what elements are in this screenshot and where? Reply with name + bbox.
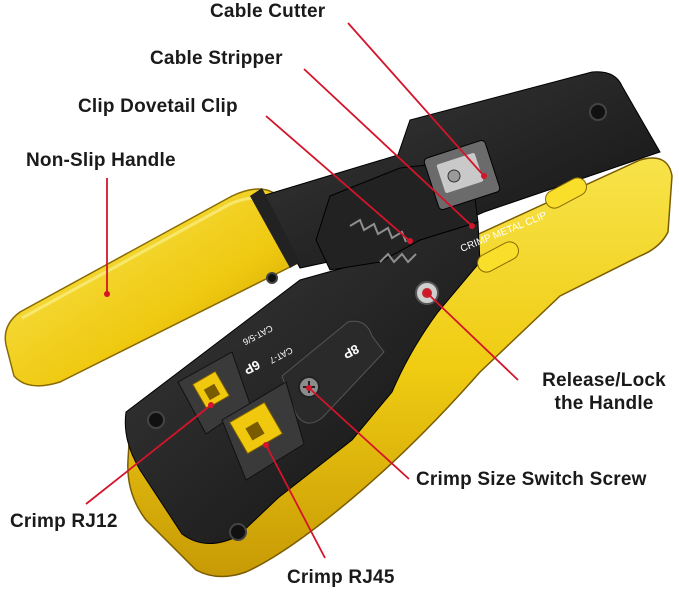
leader-release-lock [426,292,519,381]
leader-dot-release-lock [424,290,430,296]
leader-cable-stripper [303,68,473,227]
leader-dot-crimp-rj45 [263,442,269,448]
leader-dot-crimp-switch-screw [306,385,312,391]
callout-leaders [85,22,519,559]
label-crimp-rj12: Crimp RJ12 [10,511,118,532]
leader-dot-cable-cutter [481,173,487,179]
leader-dot-clip-dovetail [407,238,413,244]
label-non-slip-handle: Non-Slip Handle [26,150,176,171]
label-release-lock-line1: Release/Lock [542,370,666,391]
leader-crimp-switch-screw [308,387,410,480]
leader-cable-cutter [347,22,485,177]
tool-body [124,103,673,578]
label-cable-cutter: Cable Cutter [210,1,326,22]
label-cable-stripper: Cable Stripper [150,48,283,69]
leader-crimp-rj45 [265,444,326,559]
leader-dot-non-slip-handle [104,291,110,297]
label-clip-dovetail-clip: Clip Dovetail Clip [78,96,238,117]
label-release-lock-line2: the Handle [554,393,654,414]
six-p-marking: 6P [241,357,262,378]
label-crimp-rj45: Crimp RJ45 [287,567,395,588]
eight-p-marking: 8P [340,341,361,362]
leader-dot-cable-stripper [469,223,475,229]
leader-dot-crimp-rj12 [208,402,214,408]
leader-crimp-rj12 [85,404,212,505]
label-release-lock: Release/Lock the Handle [524,369,679,415]
leader-clip-dovetail [265,115,411,242]
label-crimp-size-switch-screw: Crimp Size Switch Screw [416,469,647,490]
